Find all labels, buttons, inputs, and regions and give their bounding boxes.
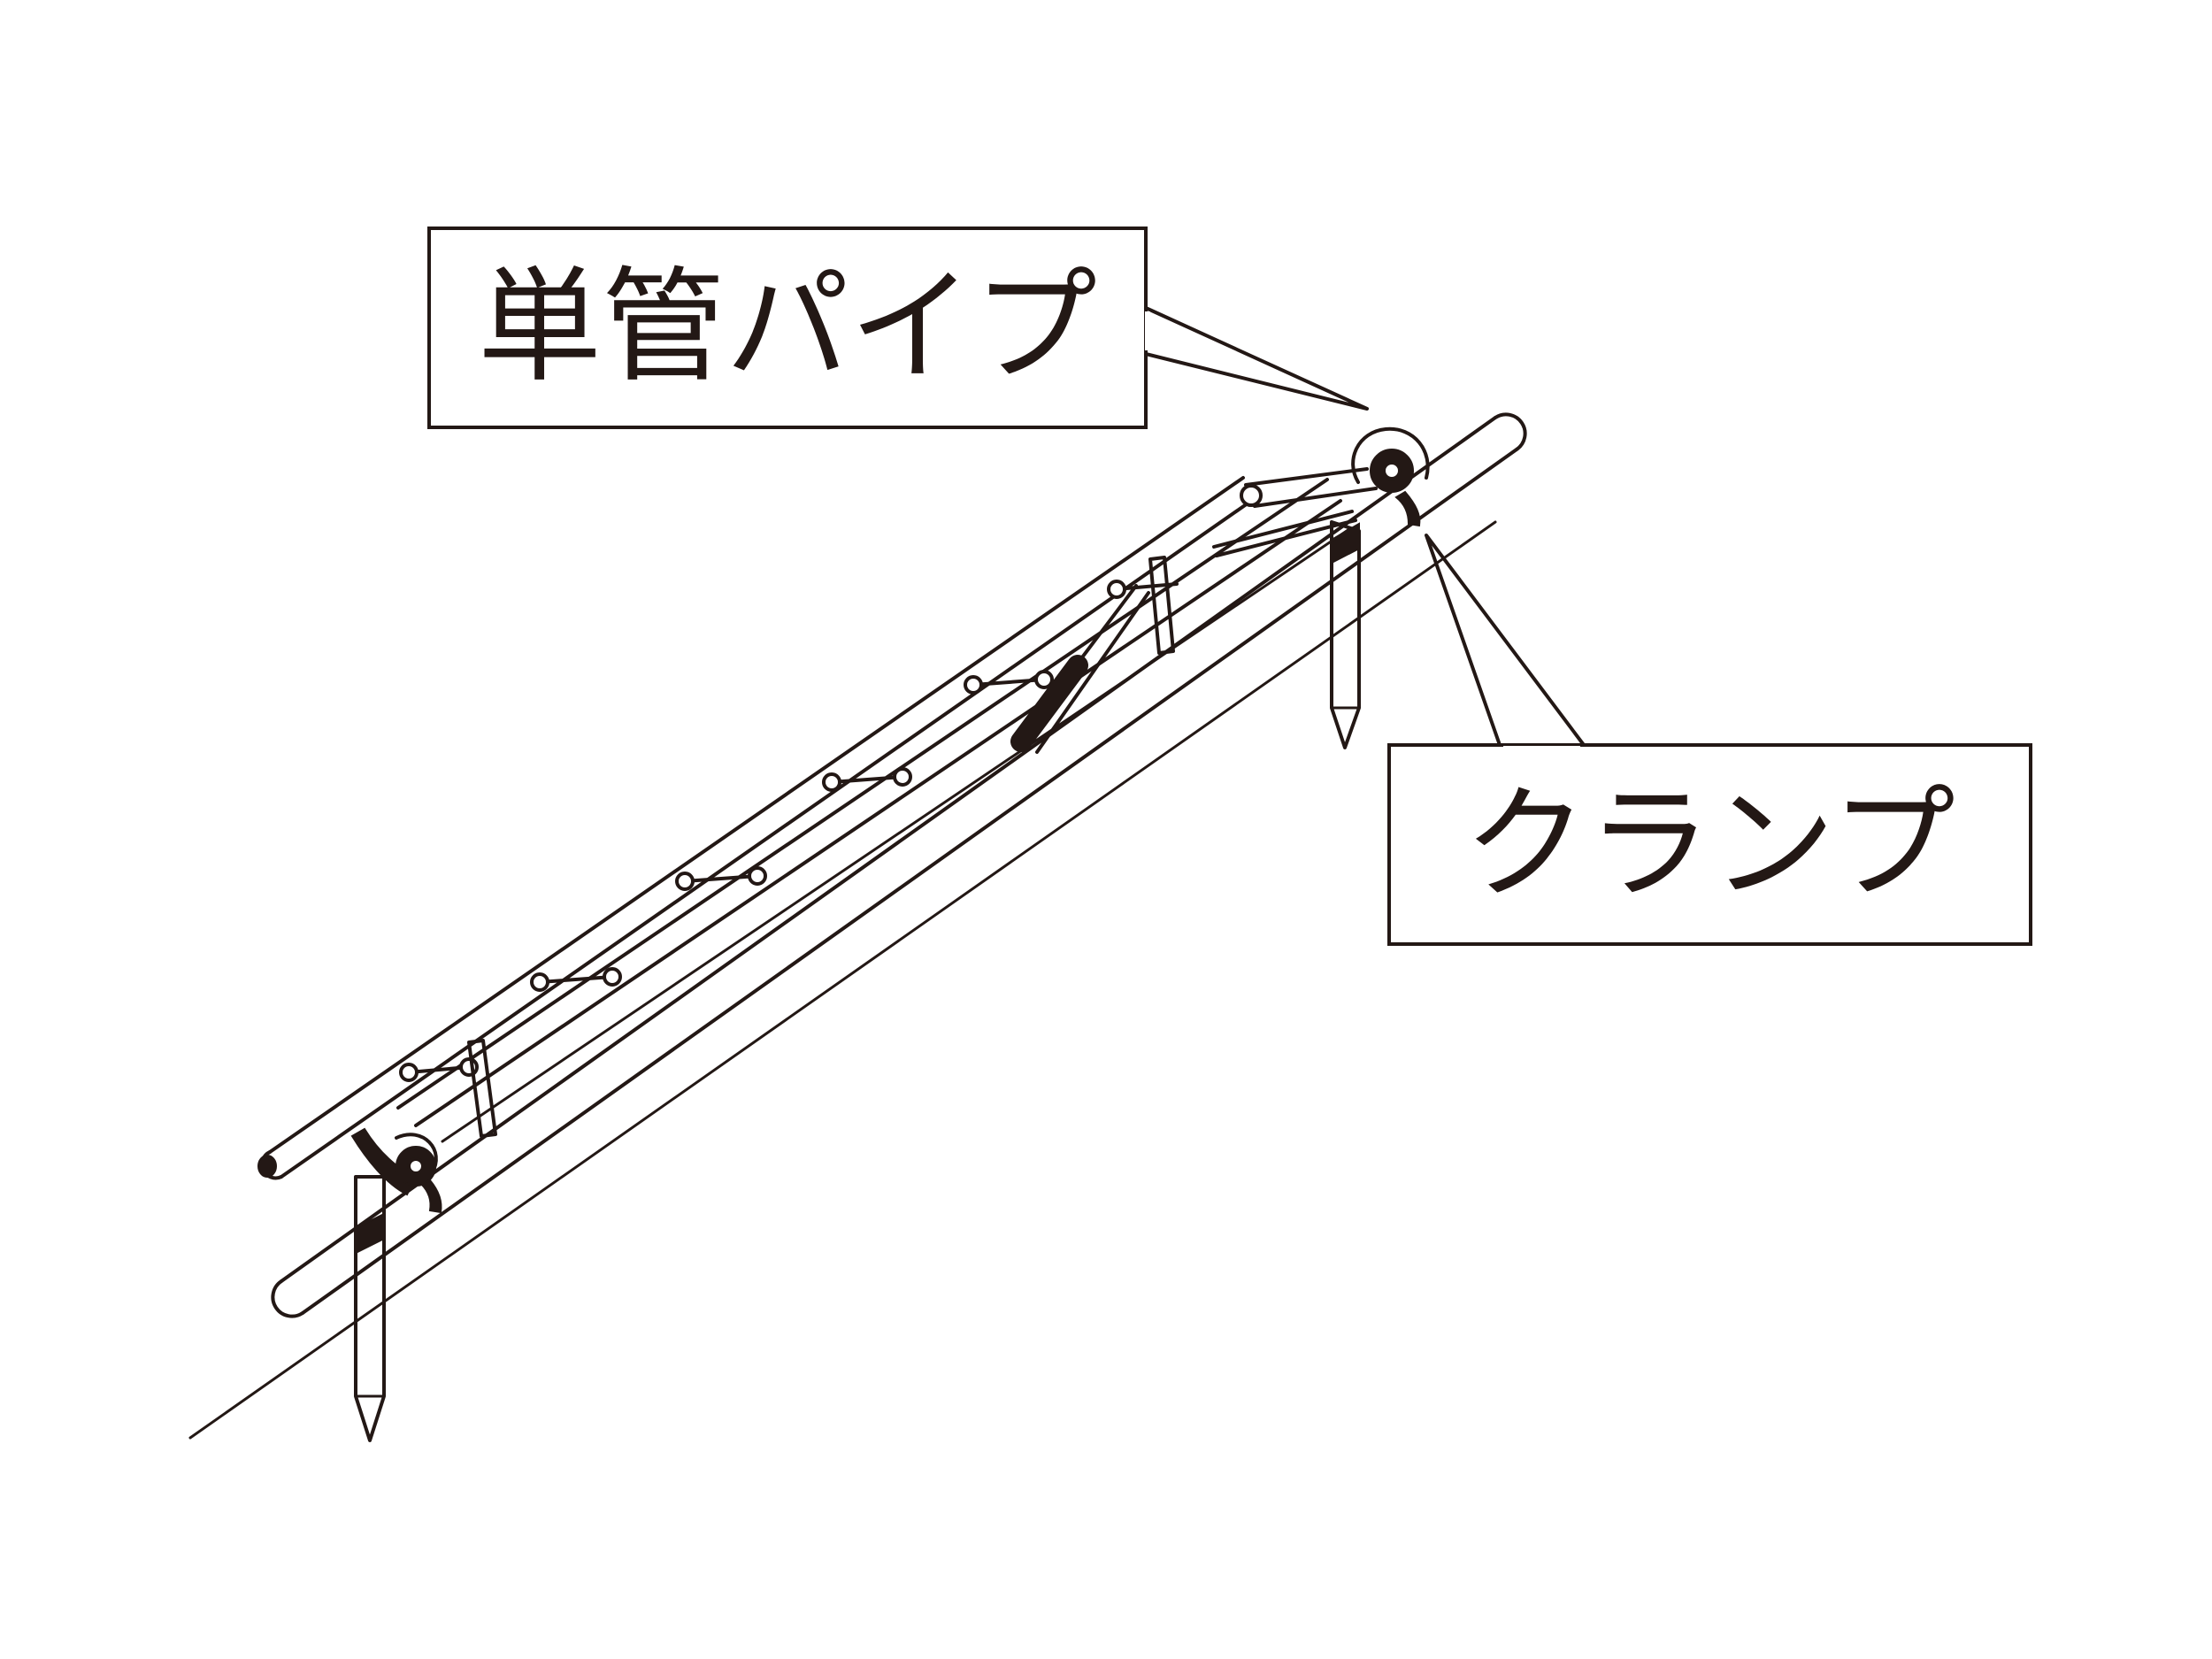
callout-pipe-box: [427, 227, 1148, 429]
callout-clamp-box: [1387, 743, 2032, 946]
bracket-left: [467, 1039, 497, 1138]
pipe-label: 単管パイプ: [478, 256, 1097, 400]
callout-pipe: 単管パイプ: [427, 227, 1369, 429]
clamp-right: [1351, 426, 1430, 527]
ground-line: [188, 520, 1497, 1440]
clamp-label: クランプ: [1463, 773, 1955, 918]
stake-left: [354, 1175, 386, 1442]
callout-clamp: クランプ: [1387, 534, 2032, 946]
ladder: [257, 467, 1378, 1180]
bracket-right: [1148, 556, 1175, 655]
clamp-left: [350, 1127, 442, 1214]
ladder-rungs: [399, 580, 1179, 1082]
